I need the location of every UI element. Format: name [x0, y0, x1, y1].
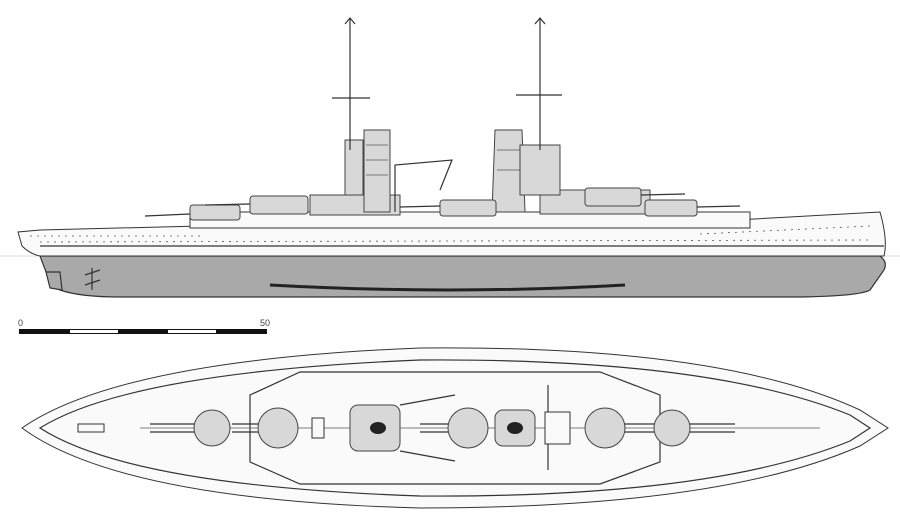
forward-funnel	[363, 129, 391, 213]
rudder	[45, 271, 63, 291]
side-profile	[17, 17, 886, 298]
forward-bridge	[344, 139, 364, 196]
lower-hull	[39, 255, 886, 298]
bilge-keel	[269, 283, 626, 292]
turrets-plan	[150, 407, 735, 449]
scale-start-label: 0	[18, 318, 23, 328]
superstructure-outline	[249, 371, 661, 485]
crane	[394, 159, 453, 212]
plan-details	[311, 385, 571, 470]
aft-funnel	[491, 129, 526, 213]
portholes	[30, 225, 871, 243]
propellers	[84, 268, 101, 290]
aft-bridge	[519, 144, 561, 196]
hatch	[77, 423, 105, 433]
turrets-side	[144, 187, 741, 221]
scale-bar: 0 50	[18, 318, 270, 334]
plan-view	[21, 347, 889, 509]
scale-end-label: 50	[260, 318, 270, 328]
funnels-plan	[349, 404, 536, 452]
